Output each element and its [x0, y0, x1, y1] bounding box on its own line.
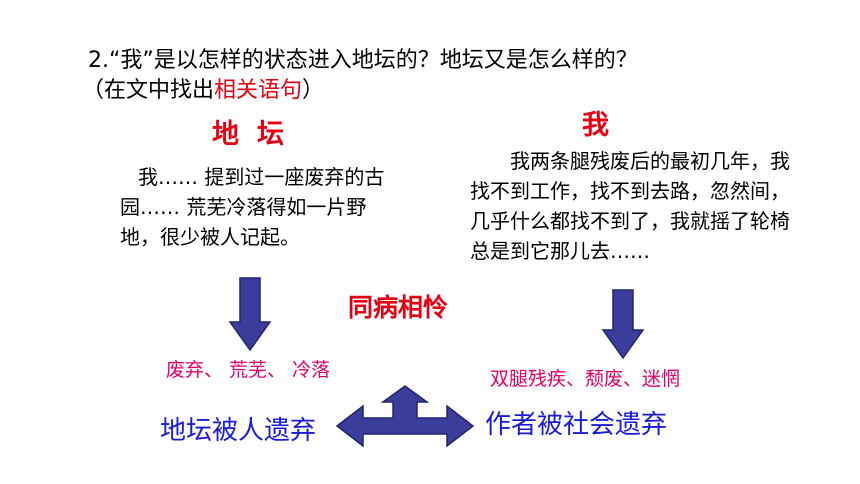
question-line-1: 2.“我”是以怎样的状态进入地坛的？地坛又是怎么样的？: [88, 48, 638, 73]
question-line-2-prefix: （在文中找出: [82, 78, 215, 103]
question-highlight: 相关语句: [214, 78, 303, 103]
question-line-2: （在文中找出相关语句）: [82, 72, 324, 104]
left-paragraph: 我…… 提到过一座废弃的古园…… 荒芜冷落得如一片野地，很少被人记起。: [120, 165, 385, 249]
question-line-2-suffix: ）: [302, 78, 325, 103]
left-keywords: 废弃、 荒芜、 冷落: [166, 359, 331, 381]
right-keywords: 双腿残疾、颓废、迷惘: [490, 368, 681, 390]
right-paragraph: 我两条腿残废后的最初几年，我找不到工作，找不到去路，忽然间，几乎什么都找不到了，…: [470, 149, 790, 263]
left-conclusion: 地坛被人遗弃: [160, 416, 317, 446]
right-heading: 我: [582, 110, 609, 141]
three-way-arrow-icon: [335, 385, 475, 448]
left-down-arrow-icon: [228, 277, 272, 352]
right-down-arrow-icon: [601, 289, 645, 360]
right-conclusion: 作者被社会遗弃: [485, 410, 668, 440]
left-heading: 地坛: [212, 119, 302, 150]
center-label: 同病相怜: [348, 293, 449, 322]
